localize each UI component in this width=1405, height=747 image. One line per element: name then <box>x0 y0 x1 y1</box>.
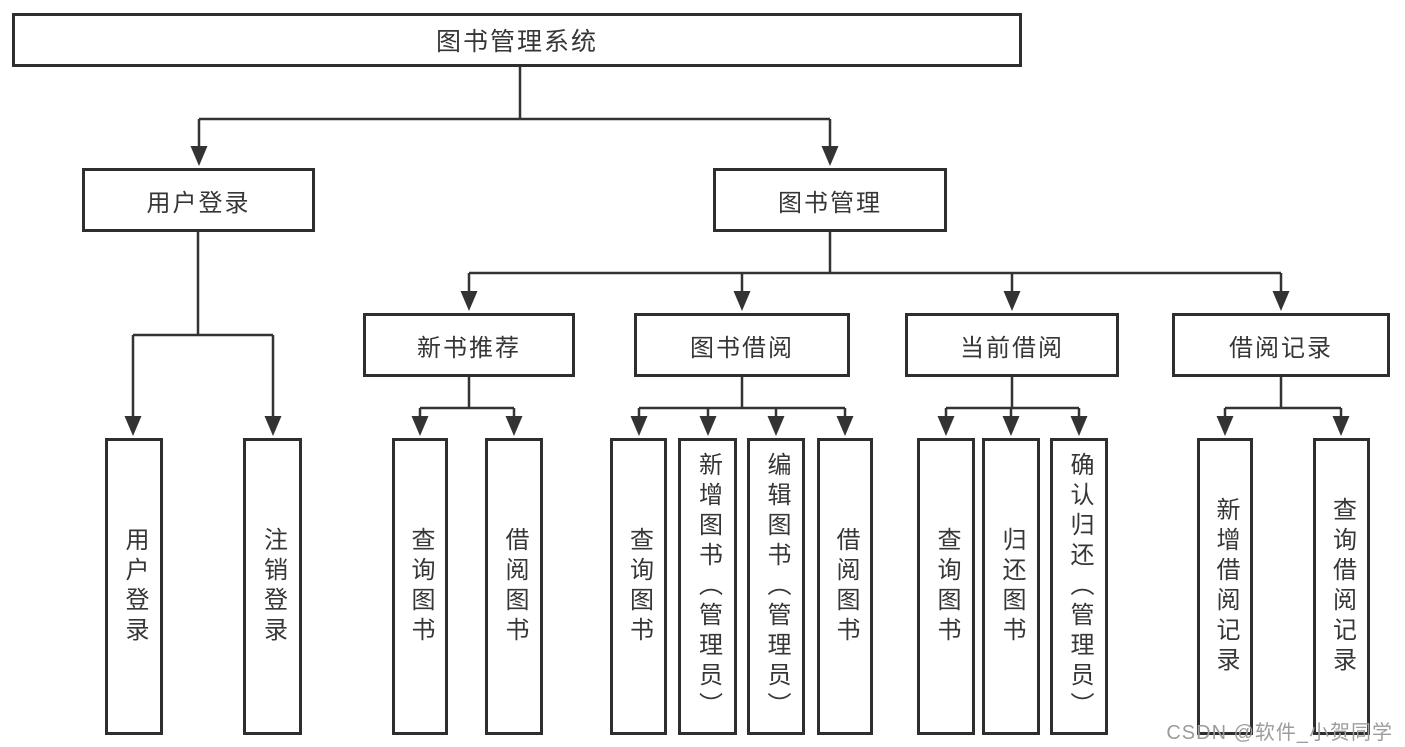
leaf-return-book: 归还图书 <box>982 438 1040 735</box>
leaf-add-borrow-record: 新增借阅记录 <box>1197 438 1253 735</box>
leaf-user-login: 用户登录 <box>105 438 163 735</box>
node-borrow-records: 借阅记录 <box>1172 313 1390 377</box>
node-user-login: 用户登录 <box>82 168 315 232</box>
leaf-confirm-return-admin: 确认归还（管理员） <box>1050 438 1108 735</box>
leaf-query-books-recommend: 查询图书 <box>392 438 448 735</box>
node-new-book-recommend: 新书推荐 <box>363 313 575 377</box>
leaf-borrow-books: 借阅图书 <box>817 438 873 735</box>
node-book-management: 图书管理 <box>713 168 947 232</box>
node-library-system: 图书管理系统 <box>12 13 1022 67</box>
arrowheads <box>124 146 1350 436</box>
node-book-borrow: 图书借阅 <box>634 313 850 377</box>
leaf-borrow-books-recommend: 借阅图书 <box>485 438 543 735</box>
node-current-borrow: 当前借阅 <box>905 313 1119 377</box>
leaf-edit-book-admin: 编辑图书（管理员） <box>747 438 805 735</box>
leaf-add-book-admin: 新增图书（管理员） <box>678 438 737 735</box>
leaf-query-books-borrow: 查询图书 <box>610 438 667 735</box>
leaf-query-books-current: 查询图书 <box>917 438 975 735</box>
leaf-query-borrow-record: 查询借阅记录 <box>1313 438 1370 735</box>
watermark-text: CSDN @软件_小贺同学 <box>1166 722 1393 744</box>
leaf-logout: 注销登录 <box>243 438 302 735</box>
